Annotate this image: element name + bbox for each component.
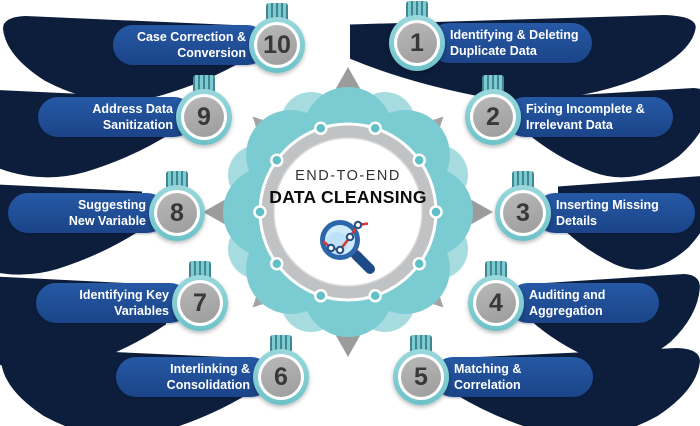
step-label-8: Suggesting New Variable bbox=[68, 197, 146, 229]
step-badge-9: 9 bbox=[176, 89, 232, 145]
step-label-2: Fixing Incomplete & Irrelevant Data bbox=[526, 101, 645, 133]
center-title: END-TO-END DATA CLEANSING bbox=[263, 168, 433, 208]
step-label-10: Case Correction & Conversion bbox=[136, 29, 246, 61]
step-badge-5: 5 bbox=[393, 349, 449, 405]
title-line-2: DATA CLEANSING bbox=[269, 187, 427, 207]
step-label-5: Matching & Correlation bbox=[454, 361, 522, 393]
badge-ring: 8 bbox=[154, 190, 200, 236]
badge-ring: 2 bbox=[470, 94, 516, 140]
step-number-5: 5 bbox=[401, 357, 441, 397]
step-label-1: Identifying & Deleting Duplicate Data bbox=[450, 27, 579, 59]
ring-dots bbox=[253, 121, 443, 303]
badge-ring: 3 bbox=[500, 190, 546, 236]
title-line-1: END-TO-END bbox=[295, 168, 401, 184]
step-badge-2: 2 bbox=[465, 89, 521, 145]
step-pill-4: Auditing and Aggregation bbox=[508, 283, 659, 323]
step-number-6: 6 bbox=[261, 357, 301, 397]
step-pill-8: Suggesting New Variable bbox=[8, 193, 167, 233]
step-pill-10: Case Correction & Conversion bbox=[113, 25, 267, 65]
step-number-3: 3 bbox=[503, 193, 543, 233]
step-pill-7: Identifying Key Variables bbox=[36, 283, 190, 323]
step-pill-6: Interlinking & Consolidation bbox=[116, 357, 271, 397]
badge-ring: 10 bbox=[254, 22, 300, 68]
step-badge-7: 7 bbox=[172, 275, 228, 331]
badge-ring: 7 bbox=[177, 280, 223, 326]
step-pill-2: Fixing Incomplete & Irrelevant Data bbox=[505, 97, 673, 137]
step-number-1: 1 bbox=[397, 23, 437, 63]
step-pill-1: Identifying & Deleting Duplicate Data bbox=[429, 23, 592, 63]
step-label-9: Address Data Sanitization bbox=[92, 101, 173, 133]
step-label-6: Interlinking & Consolidation bbox=[166, 361, 250, 393]
step-badge-4: 4 bbox=[468, 275, 524, 331]
step-pill-5: Matching & Correlation bbox=[433, 357, 593, 397]
step-number-2: 2 bbox=[473, 97, 513, 137]
step-badge-8: 8 bbox=[149, 185, 205, 241]
step-label-4: Auditing and Aggregation bbox=[529, 287, 606, 319]
step-badge-6: 6 bbox=[253, 349, 309, 405]
step-number-8: 8 bbox=[157, 193, 197, 233]
badge-ring: 9 bbox=[181, 94, 227, 140]
badge-ring: 5 bbox=[398, 354, 444, 400]
step-badge-3: 3 bbox=[495, 185, 551, 241]
step-number-7: 7 bbox=[180, 283, 220, 323]
step-badge-10: 10 bbox=[249, 17, 305, 73]
step-number-4: 4 bbox=[476, 283, 516, 323]
step-number-10: 10 bbox=[257, 25, 297, 65]
step-pill-3: Inserting Missing Details bbox=[535, 193, 695, 233]
center-circle bbox=[273, 137, 423, 287]
step-label-7: Identifying Key Variables bbox=[79, 287, 169, 319]
step-pill-9: Address Data Sanitization bbox=[38, 97, 194, 137]
step-badge-1: 1 bbox=[389, 15, 445, 71]
badge-ring: 4 bbox=[473, 280, 519, 326]
step-label-3: Inserting Missing Details bbox=[556, 197, 659, 229]
badge-ring: 1 bbox=[394, 20, 440, 66]
step-number-9: 9 bbox=[184, 97, 224, 137]
magnifier-chart-icon bbox=[320, 220, 375, 274]
badge-ring: 6 bbox=[258, 354, 304, 400]
